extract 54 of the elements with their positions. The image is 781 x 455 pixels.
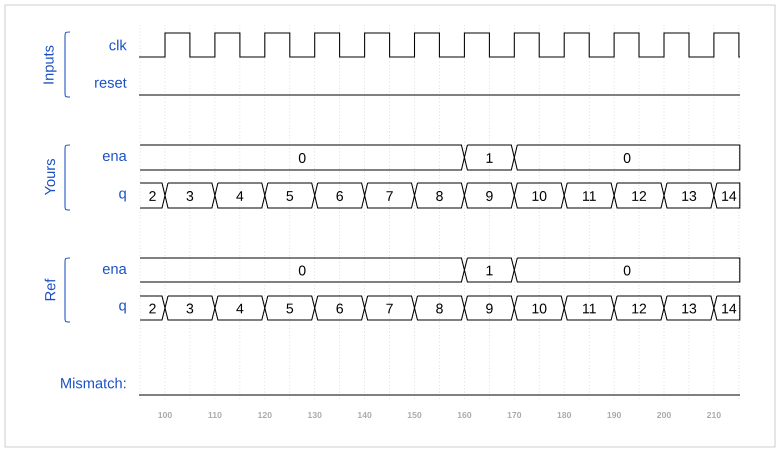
bus-segment: 11 [564, 295, 615, 321]
bus-segment: 1 [464, 144, 515, 171]
tick-label: 180 [558, 412, 572, 418]
bus-segment: 14 [713, 182, 740, 209]
tick-label: 190 [607, 412, 621, 418]
bus-segment: 11 [564, 182, 615, 209]
bus-segment: 0 [140, 257, 465, 283]
tick-label: 170 [508, 412, 522, 418]
tick-label: 160 [458, 412, 472, 418]
bus-segment: 13 [663, 295, 714, 321]
bus-segment: 8 [414, 182, 465, 209]
bus-segment: 9 [464, 182, 515, 209]
bus-segment: 0 [140, 144, 465, 171]
group-label: Inputs [43, 46, 57, 84]
tick-label: 210 [706, 412, 721, 418]
tick-label: 150 [408, 412, 422, 418]
bus-segment: 5 [264, 182, 316, 209]
bus-segment: 0 [514, 257, 740, 283]
bus-segment: 3 [164, 182, 216, 209]
tick-label: 110 [208, 412, 222, 418]
signal-name: ena [102, 266, 127, 274]
bus-segment: 10 [514, 295, 565, 321]
bus-segment: 7 [364, 182, 416, 209]
bus-segment: 9 [464, 295, 515, 321]
bus-segment: 12 [614, 295, 665, 321]
bus-segment: 6 [314, 295, 366, 321]
bus-segment: 8 [414, 295, 465, 321]
bus-segment: 6 [314, 182, 366, 209]
bus-segment: 7 [364, 295, 416, 321]
tick-label: 100 [158, 412, 172, 418]
group-label: Yours [44, 159, 56, 196]
signal-name: clk [109, 40, 127, 50]
signal-name: reset [95, 78, 127, 88]
tick-label: 140 [358, 412, 372, 418]
signal-name: q [119, 302, 126, 314]
bus-segment: 5 [264, 295, 316, 321]
bus-segment: 2 [140, 182, 166, 209]
bus-segment: 3 [164, 295, 216, 321]
bus-segment: 1 [464, 257, 515, 283]
bus-segment: 14 [713, 295, 740, 321]
bus-segment: 4 [214, 182, 266, 209]
signal-name: Mismatch: [61, 378, 126, 388]
bus-segment: 10 [514, 182, 565, 209]
tick-label: 200 [657, 412, 671, 418]
group-label: Ref [44, 278, 56, 300]
bus-segment: 12 [614, 182, 665, 209]
signal-name: q [119, 190, 126, 202]
bus-segment: 0 [514, 144, 740, 171]
signal-name: ena [102, 153, 127, 162]
tick-label: 120 [258, 412, 272, 418]
bus-segment: 4 [214, 295, 266, 321]
bus-segment: 13 [663, 182, 714, 209]
bus-segment: 2 [140, 295, 166, 321]
tick-label: 130 [308, 412, 322, 418]
